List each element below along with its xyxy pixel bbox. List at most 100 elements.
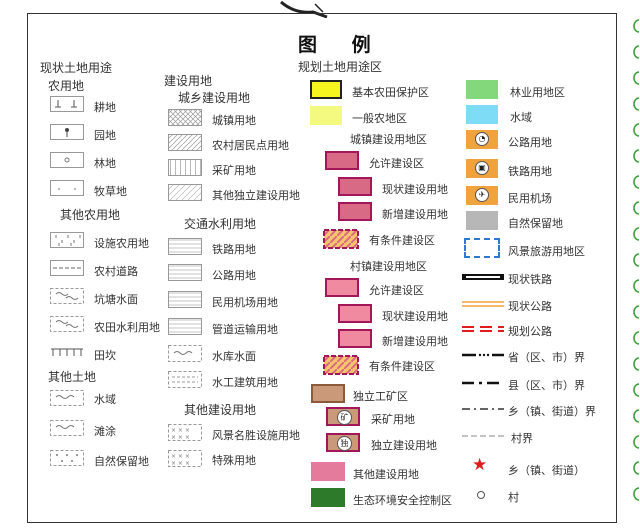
other-independent-icon — [168, 184, 202, 201]
current-road-line — [462, 301, 504, 307]
legend-label: 其他独立建设用地 — [212, 189, 300, 202]
legend-label: 水域 — [510, 111, 532, 124]
legend-label: 农田水利用地 — [94, 321, 160, 334]
legend-label: 现状公路 — [508, 300, 552, 313]
legend-label: 村界 — [511, 432, 533, 445]
other-construction-header: 其他建设用地 — [184, 403, 257, 417]
pipeline-land-icon — [168, 318, 202, 335]
legend-label: 县（区、市）界 — [508, 379, 585, 392]
special-land-icon: × × ×× × × — [168, 450, 202, 467]
legend-label: 民用机场 — [508, 192, 552, 205]
legend-label: 现状建设用地 — [382, 310, 448, 323]
train-icon: ▣ — [475, 161, 489, 175]
other-construction-swatch — [311, 462, 345, 481]
village-land-icon — [168, 134, 202, 151]
legend-label: 牧草地 — [94, 185, 127, 198]
legend-label: 田坎 — [94, 349, 116, 362]
ridge-icon — [51, 348, 83, 356]
airplane-icon: ✈ — [475, 188, 489, 202]
scenic-zone-swatch — [464, 238, 500, 258]
hydraulic-building-icon — [168, 371, 202, 388]
legend-label: 风景旅游用地区 — [508, 245, 585, 258]
woodland-icon — [50, 152, 84, 168]
railway-land-icon — [168, 238, 202, 255]
legend-frame — [27, 13, 617, 523]
road-land-swatch: ◔ — [466, 130, 498, 149]
legend-label: 一般农地区 — [352, 112, 407, 125]
legend-label: 管道运输用地 — [212, 323, 278, 336]
legend-label: 水域 — [94, 393, 116, 406]
basic-farmland-swatch — [310, 80, 342, 99]
village-circle-icon — [477, 491, 485, 499]
legend-label: 省（区、市）界 — [508, 351, 585, 364]
orchard-icon — [50, 124, 84, 140]
rural-road-icon — [50, 260, 84, 276]
legend-label: 新增建设用地 — [382, 335, 448, 348]
cultivated-land-icon — [50, 96, 84, 112]
scenic-facility-icon: × × ×× × × — [168, 424, 202, 441]
town-new-swatch — [338, 202, 372, 221]
independent-sub-swatch: 独 — [326, 433, 360, 452]
legend-label: 允许建设区 — [369, 157, 424, 170]
legend-label: 水库水面 — [212, 350, 256, 363]
province-boundary-line — [462, 353, 504, 357]
svg-text:× × ×: × × × — [171, 460, 190, 467]
binding-rings — [633, 19, 640, 501]
legend-label: 农村居民点用地 — [212, 139, 289, 152]
urban-rural-header: 城乡建设用地 — [178, 91, 251, 105]
road-clock-icon: ◔ — [475, 132, 489, 146]
water-area-icon — [50, 390, 84, 406]
planned-zone-header: 规划土地用途区 — [298, 60, 383, 74]
pond-icon — [50, 288, 84, 304]
village-new-swatch — [338, 329, 372, 348]
village-conditional-swatch — [323, 355, 359, 375]
village-zone-header: 村镇建设用地区 — [350, 260, 427, 273]
legend-label: 采矿用地 — [212, 164, 256, 177]
legend-label: 采矿用地 — [371, 413, 415, 426]
legend-label: 农村道路 — [94, 265, 138, 278]
eco-control-swatch — [311, 488, 345, 507]
legend-label: 独立建设用地 — [371, 439, 437, 452]
natural-reserve-swatch — [466, 211, 498, 230]
legend-label: 其他建设用地 — [353, 468, 419, 481]
legend-label: 公路用地 — [212, 269, 256, 282]
legend-label: 生态环境安全控制区 — [353, 494, 452, 507]
other-agri-header: 其他农用地 — [60, 208, 121, 222]
natural-reserve-icon — [50, 450, 84, 466]
legend-label: 园地 — [94, 129, 116, 142]
railway-land-swatch: ▣ — [466, 159, 498, 178]
mine-icon: 矿 — [337, 410, 352, 425]
legend-label: 风景名胜设施用地 — [212, 429, 300, 442]
legend-label: 林业用地区 — [510, 86, 565, 99]
legend-label: 特殊用地 — [212, 454, 256, 467]
forestry-zone-swatch — [466, 80, 498, 99]
village-allowed-swatch — [325, 278, 359, 297]
current-railway-line — [462, 274, 504, 280]
town-land-icon — [168, 109, 202, 126]
legend-label: 现状建设用地 — [382, 183, 448, 196]
svg-text:× × ×: × × × — [171, 427, 190, 434]
construction-land-header: 建设用地 — [164, 74, 213, 88]
road-land-icon — [168, 264, 202, 281]
legend-label: 现状铁路 — [508, 273, 552, 286]
legend-label: 乡（镇、街道）界 — [508, 405, 596, 418]
township-star-icon: ★ — [472, 455, 488, 475]
svg-text:× × ×: × × × — [171, 453, 190, 460]
township-boundary-line — [462, 408, 504, 410]
general-farmland-swatch — [310, 106, 342, 125]
town-allowed-swatch — [325, 151, 359, 170]
transport-water-header: 交通水利用地 — [184, 217, 257, 231]
legend-label: 乡（镇、街道） — [508, 464, 585, 477]
legend-label: 有条件建设区 — [369, 360, 435, 373]
water-zone-swatch — [466, 105, 498, 124]
town-current-swatch — [338, 177, 372, 196]
legend-label: 自然保留地 — [94, 455, 149, 468]
svg-text:× × ×: × × × — [171, 434, 190, 441]
county-boundary-line — [462, 381, 504, 385]
pasture-icon — [50, 180, 84, 196]
village-current-swatch — [338, 304, 372, 323]
beach-icon — [50, 420, 84, 436]
mining-sub-swatch: 矿 — [326, 407, 360, 426]
legend-label: 有条件建设区 — [369, 234, 435, 247]
legend-label: 铁路用地 — [508, 165, 552, 178]
